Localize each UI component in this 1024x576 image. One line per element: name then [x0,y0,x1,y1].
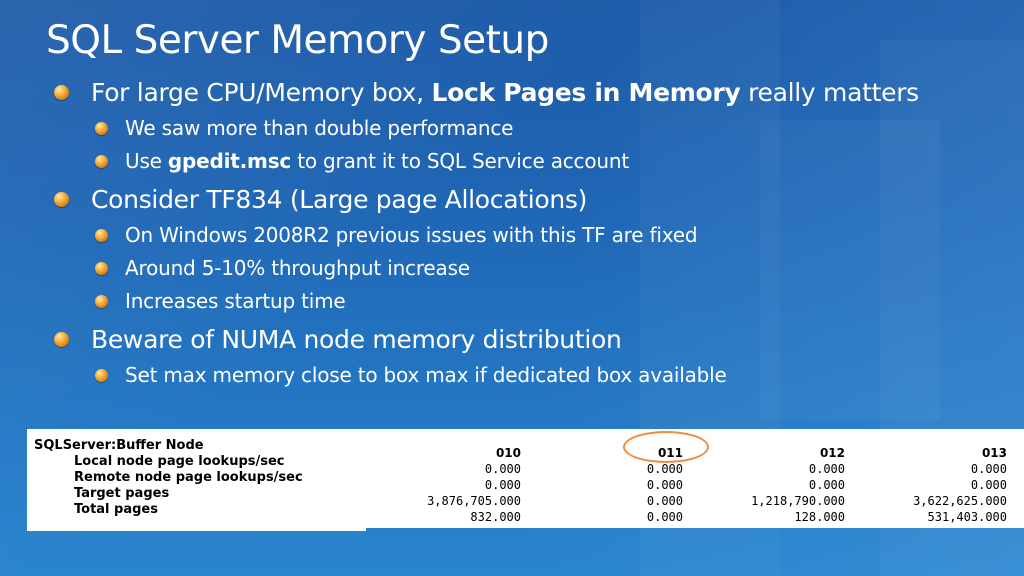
perfmon-value: 0.000 [646,494,683,508]
bullet-text: For large CPU/Memory box, Lock Pages in … [91,78,919,107]
bullet-text: Consider TF834 (Large page Allocations) [91,185,588,214]
perfmon-value: 832.000 [470,510,521,524]
bullet-text: We saw more than double performance [125,116,514,140]
bullet-icon [54,332,69,347]
perfmon-value: 0.000 [646,478,683,492]
perfmon-counter-name: Remote node page lookups/sec [74,470,303,485]
perfmon-column-header: 013 [981,446,1007,460]
perfmon-value: 0.000 [808,478,845,492]
perfmon-column: 013 0.000 0.000 3,622,625.000 531,403.00… [897,445,1007,525]
bullet-icon [95,368,108,382]
perfmon-value: 1,218,790.000 [751,494,845,508]
sub-bullet-item: Increases startup time [95,289,346,313]
perfmon-object-name: SQLServer:Buffer Node [34,438,204,453]
bullet-text: Use gpedit.msc to grant it to SQL Servic… [125,149,629,173]
perfmon-column: 012 0.000 0.000 1,218,790.000 128.000 [735,445,845,525]
perfmon-column-header: 010 [495,446,521,460]
perfmon-value: 0.000 [970,462,1007,476]
sub-bullet-item: Set max memory close to box max if dedic… [95,363,727,387]
perfmon-value: 128.000 [794,510,845,524]
bullet-icon [95,261,108,275]
perfmon-value: 0.000 [484,478,521,492]
bullet-icon [54,192,69,207]
sub-bullet-item: Use gpedit.msc to grant it to SQL Servic… [95,149,629,173]
bullet-icon [95,154,108,168]
bullet-icon [95,228,108,242]
bullet-item: Consider TF834 (Large page Allocations) [54,185,587,214]
bullet-icon [95,294,108,308]
bullet-text: Set max memory close to box max if dedic… [125,363,727,387]
highlight-ellipse [623,431,709,463]
perfmon-value: 3,876,705.000 [427,494,521,508]
slide-title: SQL Server Memory Setup [46,18,549,63]
perfmon-value: 0.000 [646,462,683,476]
perfmon-counter-name: Total pages [74,502,158,517]
perfmon-column-header: 012 [819,446,845,460]
perfmon-value: 0.000 [970,478,1007,492]
perfmon-value: 0.000 [808,462,845,476]
perfmon-value: 0.000 [646,510,683,524]
perfmon-values-panel: 010 0.000 0.000 3,876,705.000 832.000 01… [366,429,1024,528]
perfmon-counter-panel: SQLServer:Buffer Node Local node page lo… [27,429,366,531]
sub-bullet-item: Around 5-10% throughput increase [95,256,470,280]
sub-bullet-item: On Windows 2008R2 previous issues with t… [95,223,698,247]
perfmon-value: 0.000 [484,462,521,476]
bullet-icon [95,121,108,135]
bullet-text: On Windows 2008R2 previous issues with t… [125,223,698,247]
perfmon-counter-name: Target pages [74,486,170,501]
bullet-item: For large CPU/Memory box, Lock Pages in … [54,78,919,107]
bullet-text: Around 5-10% throughput increase [125,256,470,280]
bullet-icon [54,85,69,100]
sub-bullet-item: We saw more than double performance [95,116,513,140]
perfmon-value: 531,403.000 [927,510,1007,524]
bullet-item: Beware of NUMA node memory distribution [54,325,622,354]
perfmon-column: 010 0.000 0.000 3,876,705.000 832.000 [411,445,521,525]
bullet-text: Increases startup time [125,289,346,313]
bullet-text: Beware of NUMA node memory distribution [91,325,622,354]
perfmon-value: 3,622,625.000 [913,494,1007,508]
perfmon-counter-name: Local node page lookups/sec [74,454,285,469]
